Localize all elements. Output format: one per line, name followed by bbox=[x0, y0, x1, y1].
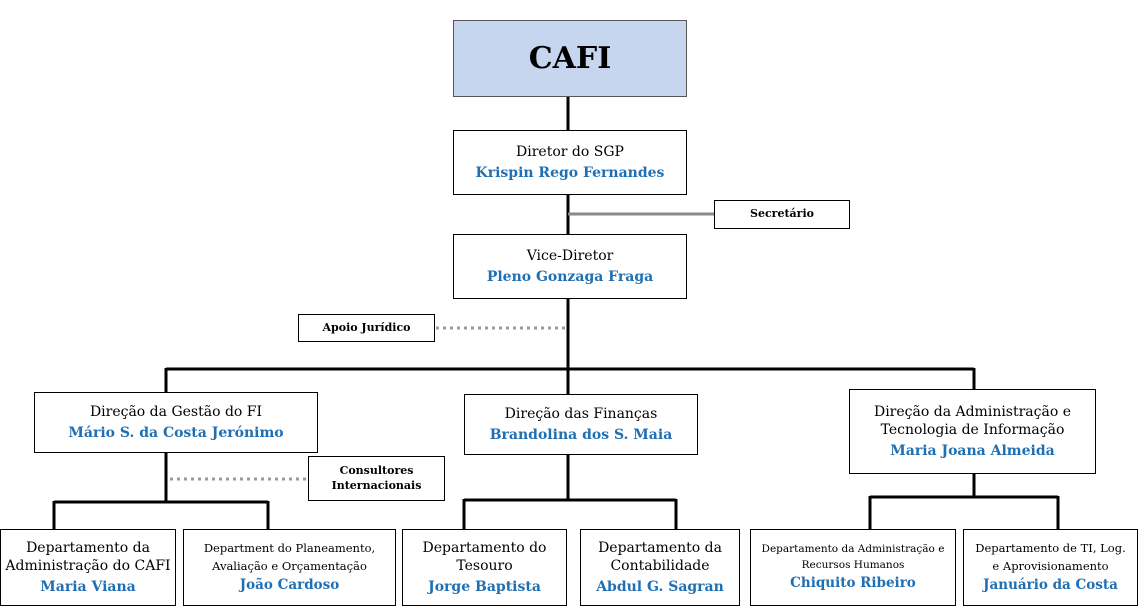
dept-planeamento-box: Department do Planeamento, Avaliação e O… bbox=[183, 529, 396, 606]
dept-role-line2: Tesouro bbox=[456, 557, 513, 574]
dept-role-line1: Departamento da bbox=[598, 539, 722, 556]
dept-admin-rh-box: Departamento da Administração e Recursos… bbox=[750, 529, 956, 606]
directorate-role: Direção da Gestão do FI bbox=[89, 403, 263, 420]
dept-role-line1: Departamento de TI, Log. bbox=[975, 541, 1126, 556]
dept-role-line1: Departamento da bbox=[26, 539, 150, 556]
dept-head-name: Januário da Costa bbox=[983, 576, 1118, 593]
directorate-role: Direção das Finanças bbox=[504, 405, 658, 422]
dept-role-line1: Departamento do bbox=[422, 539, 547, 556]
secretary-box: Secretário bbox=[714, 200, 850, 229]
director-role: Diretor do SGP bbox=[516, 143, 624, 160]
consultants-label-line1: Consultores bbox=[339, 464, 414, 478]
dept-head-name: Abdul G. Sagran bbox=[596, 579, 724, 596]
dept-head-name: Jorge Baptista bbox=[428, 579, 541, 596]
cafi-label: CAFI bbox=[528, 41, 612, 76]
legal-support-label: Apoio Jurídico bbox=[322, 320, 411, 334]
cafi-box: CAFI bbox=[453, 20, 687, 97]
director-box: Diretor do SGP Krispin Rego Fernandes bbox=[453, 130, 687, 195]
vice-director-name: Pleno Gonzaga Fraga bbox=[486, 269, 654, 285]
dept-role-line1: Departamento da Administração e bbox=[761, 542, 945, 555]
directorate-head-name: Mário S. da Costa Jerónimo bbox=[68, 425, 284, 441]
dept-head-name: Chiquito Ribeiro bbox=[790, 575, 916, 592]
dept-role-line2: Recursos Humanos bbox=[801, 558, 905, 571]
directorate-role-line1: Direção da Administração e bbox=[873, 403, 1072, 420]
dept-role-line1: Department do Planeamento, bbox=[203, 541, 376, 556]
directorate-head-name: Maria Joana Almeida bbox=[890, 443, 1055, 460]
legal-support-box: Apoio Jurídico bbox=[298, 314, 435, 342]
consultants-box: Consultores Internacionais bbox=[308, 456, 445, 501]
dept-role-line2: Administração do CAFI bbox=[5, 557, 171, 574]
directorate-financas-box: Direção das Finanças Brandolina dos S. M… bbox=[464, 394, 698, 455]
director-name: Krispin Rego Fernandes bbox=[475, 165, 665, 181]
dept-administracao-cafi-box: Departamento da Administração do CAFI Ma… bbox=[0, 529, 176, 606]
dept-role-line2: e Aprovisionamento bbox=[992, 558, 1109, 573]
directorate-head-name: Brandolina dos S. Maia bbox=[489, 427, 673, 443]
dept-role-line2: Avaliação e Orçamentação bbox=[212, 558, 367, 573]
dept-contabilidade-box: Departamento da Contabilidade Abdul G. S… bbox=[580, 529, 740, 606]
vice-director-box: Vice-Diretor Pleno Gonzaga Fraga bbox=[453, 234, 687, 299]
dept-role-line2: Contabilidade bbox=[610, 557, 710, 574]
directorate-admin-ti-box: Direção da Administração e Tecnologia de… bbox=[849, 389, 1096, 474]
dept-head-name: João Cardoso bbox=[239, 576, 340, 593]
dept-tesouro-box: Departamento do Tesouro Jorge Baptista bbox=[402, 529, 567, 606]
directorate-role-line2: Tecnologia de Informação bbox=[880, 421, 1065, 438]
directorate-gestao-fi-box: Direção da Gestão do FI Mário S. da Cost… bbox=[34, 392, 318, 453]
consultants-label-line2: Internacionais bbox=[331, 478, 422, 492]
vice-director-role: Vice-Diretor bbox=[526, 247, 614, 264]
dept-ti-log-box: Departamento de TI, Log. e Aprovisioname… bbox=[963, 529, 1138, 606]
dept-head-name: Maria Viana bbox=[40, 579, 136, 596]
secretary-label: Secretário bbox=[750, 207, 814, 221]
